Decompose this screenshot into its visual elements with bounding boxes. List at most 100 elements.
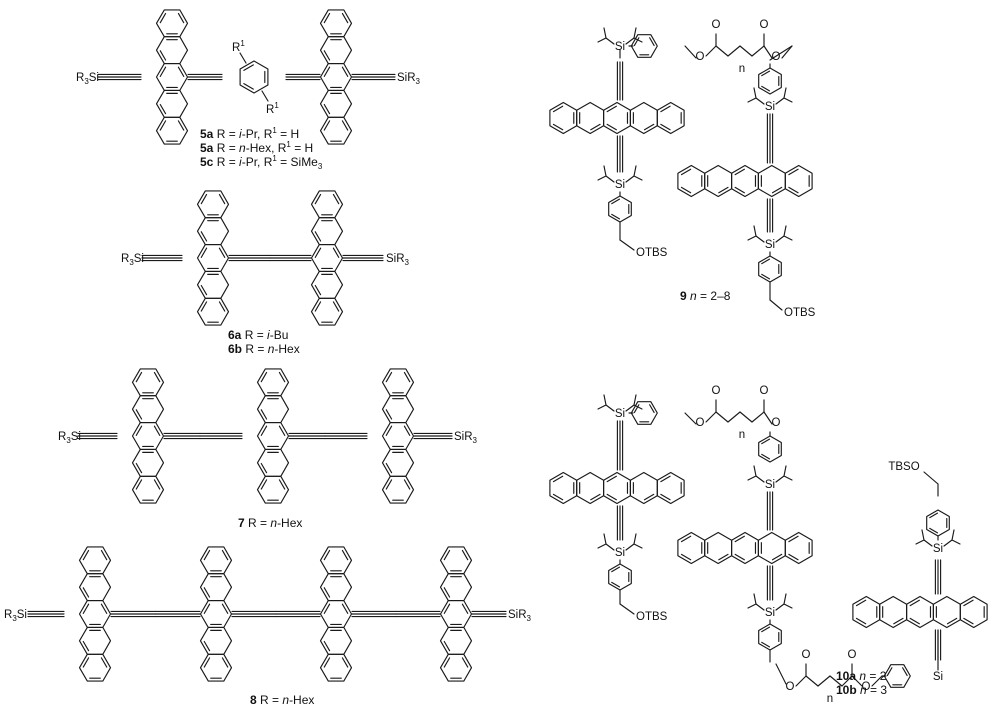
bond (761, 258, 771, 265)
bond (606, 105, 617, 113)
bond (761, 273, 771, 280)
bond (443, 603, 451, 614)
label-part: -Pr, R (242, 127, 273, 141)
bond (630, 401, 658, 425)
bond (260, 371, 268, 383)
bond (633, 37, 640, 47)
oxygen-label: O (760, 19, 769, 31)
bond (323, 12, 331, 24)
bond (747, 475, 765, 483)
bond (656, 471, 685, 505)
label-part: n (282, 693, 289, 707)
bond (597, 543, 615, 551)
bond (603, 27, 607, 39)
bond (159, 103, 167, 115)
n-label: n (739, 429, 745, 441)
bond (758, 67, 782, 95)
bond (902, 667, 908, 677)
bond (256, 422, 290, 450)
bond (734, 553, 745, 561)
bond (278, 371, 286, 383)
label-part: O (848, 649, 857, 661)
bond (199, 546, 233, 575)
label-part: 3 (527, 614, 532, 623)
bond (443, 640, 451, 652)
bond (576, 471, 605, 505)
bond (341, 603, 349, 614)
bond (100, 657, 108, 668)
bond (603, 165, 607, 177)
bond (131, 422, 165, 450)
bond (619, 239, 635, 251)
label-part: Si (615, 408, 625, 420)
si-label: Si (933, 543, 943, 555)
si-label: Si (765, 479, 775, 491)
bond (196, 190, 230, 219)
bond (731, 164, 759, 198)
bond (385, 371, 393, 383)
bond (385, 462, 393, 474)
bond (439, 653, 473, 682)
label-part: Si (615, 41, 625, 53)
bond (603, 394, 607, 406)
label-part: = 2 (866, 669, 887, 683)
bond (951, 529, 955, 541)
label-part: 9 (680, 289, 687, 303)
label-part: 3 (66, 436, 71, 445)
bond (439, 573, 473, 602)
bond (959, 595, 988, 629)
n-label: n (827, 693, 833, 705)
bond (135, 479, 143, 490)
r3si-label: R3Si (4, 609, 27, 623)
otbs-label: OTBS (636, 247, 668, 259)
label-part: 8 (250, 693, 257, 707)
bond (200, 301, 208, 312)
bond (784, 531, 813, 565)
label-part: O (862, 681, 871, 693)
bond (319, 116, 353, 145)
bond (761, 85, 771, 92)
label-part: 6a (228, 328, 242, 342)
bond (443, 549, 451, 561)
bond (734, 186, 745, 194)
bond (177, 66, 185, 77)
label-part: 5c (200, 155, 214, 169)
bond (633, 165, 637, 177)
label-part: R = (257, 693, 283, 707)
label-part: -Hex (277, 516, 302, 530)
bond (704, 164, 733, 198)
label-part: O (802, 649, 811, 661)
bond (159, 66, 167, 77)
bond (314, 284, 322, 296)
bond (680, 186, 692, 194)
bond (871, 675, 883, 687)
label-part: 3 (318, 162, 323, 171)
bond (611, 213, 621, 220)
si-label: Si (615, 408, 625, 420)
label-part: Si (765, 607, 775, 619)
label-part: SiR (508, 609, 527, 621)
bond (660, 475, 671, 483)
bond (131, 475, 165, 504)
bond (319, 653, 353, 682)
otbs-label: OTBS (784, 307, 816, 319)
label-part: = H (291, 141, 313, 155)
bond (677, 531, 706, 565)
bond (552, 493, 564, 501)
bond (310, 190, 344, 219)
label-part: O (712, 385, 721, 397)
caption: 6b R = n-Hex (228, 342, 300, 356)
label-part: = 3 (867, 683, 888, 697)
si-label: Si (615, 41, 625, 53)
label-part: Si (17, 609, 27, 621)
label-part: Si (765, 101, 775, 113)
bond (319, 546, 353, 575)
bond (817, 675, 831, 687)
bond (196, 270, 230, 299)
bond (855, 599, 867, 607)
sir3-label: SiR3 (454, 431, 478, 445)
label-part: 3 (473, 436, 478, 445)
bond (629, 101, 658, 135)
bond (260, 425, 268, 436)
